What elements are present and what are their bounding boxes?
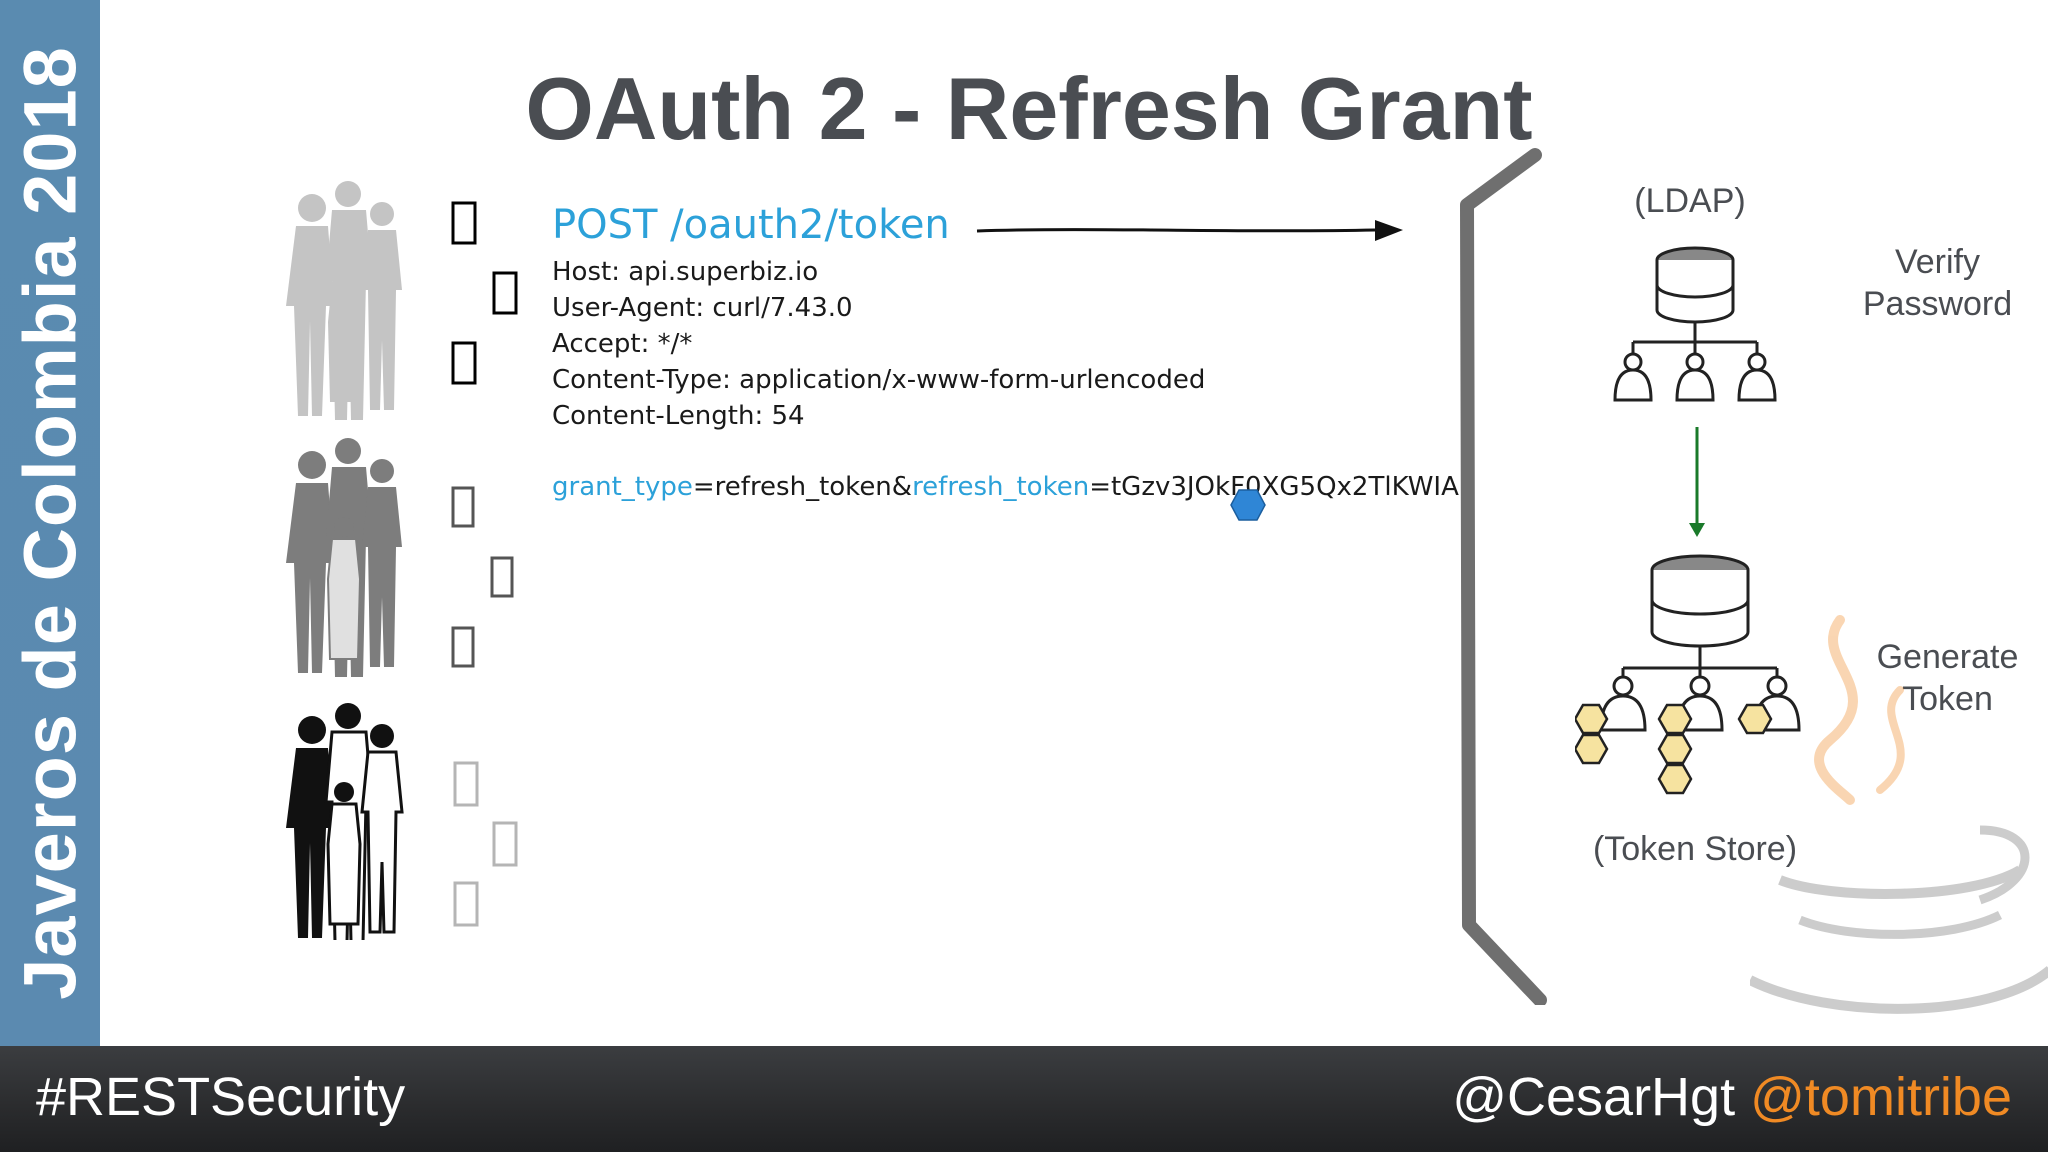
glyph-box (451, 341, 477, 385)
server-boundary-icon (1460, 148, 1547, 1005)
twitter-handles: @CesarHgt @tomitribe (1452, 1066, 2012, 1128)
header-user-agent: User-Agent: curl/7.43.0 (552, 293, 853, 323)
footer-bar: #RESTSecurity @CesarHgt @tomitribe (0, 1046, 2048, 1152)
http-request-block: POST /oauth2/token Host: api.superbiz.io… (552, 202, 1459, 502)
generate-label-line2: Token (1902, 680, 1993, 718)
token-store-label: (Token Store) (1592, 830, 1798, 868)
down-arrow-icon (1689, 427, 1705, 537)
verify-label-line2: Password (1862, 285, 2013, 323)
java-logo-icon (1750, 615, 2048, 1014)
token-icon (1575, 703, 1773, 795)
glyph-box (453, 761, 479, 807)
header-content-type: Content-Type: application/x-www-form-url… (552, 365, 1206, 395)
glyph-boxes-group-2 (451, 486, 514, 668)
glyph-box (453, 881, 479, 927)
glyph-box (492, 271, 518, 315)
token-store-database-icon (1575, 554, 1801, 795)
body-value-grant-type: =refresh_token& (692, 472, 913, 502)
generate-label-line1: Generate (1876, 638, 2019, 676)
glyph-box (451, 201, 477, 245)
header-host: Host: api.superbiz.io (552, 257, 819, 287)
request-line: POST /oauth2/token (552, 202, 950, 248)
slide-title: OAuth 2 - Refresh Grant (525, 59, 1533, 158)
glyph-box (492, 821, 518, 867)
body-key-grant-type: grant_type (552, 472, 693, 502)
handle-secondary: @tomitribe (1750, 1067, 2012, 1127)
users-icon (1613, 352, 1777, 402)
request-arrow-icon (976, 220, 1403, 241)
ldap-database-icon (1613, 246, 1777, 402)
glyph-box (451, 626, 475, 668)
verify-label-line1: Verify (1894, 243, 1981, 281)
body-key-refresh-token: refresh_token (912, 472, 1090, 502)
glyph-boxes-group-1 (451, 201, 518, 385)
header-content-length: Content-Length: 54 (552, 401, 805, 431)
body-value-refresh-token: =tGzv3JOkF0XG5Qx2TlKWIA (1089, 472, 1459, 502)
header-accept: Accept: */* (552, 329, 693, 359)
hashtag-label: #RESTSecurity (36, 1067, 406, 1127)
request-body: grant_type=refresh_token&refresh_token=t… (552, 472, 1459, 502)
glyph-boxes-group-3 (453, 761, 518, 927)
glyph-box (490, 556, 514, 598)
family-silhouette-light-icon (286, 181, 402, 420)
family-silhouette-dark-icon (286, 703, 404, 940)
handle-primary: @CesarHgt (1452, 1067, 1736, 1127)
glyph-box (451, 486, 475, 528)
conference-name: Javeros de Colombia 2018 (8, 46, 92, 1000)
conference-sidebar: Javeros de Colombia 2018 (0, 0, 100, 1046)
family-silhouette-mid-icon (286, 438, 402, 677)
ldap-label: (LDAP) (1634, 182, 1746, 220)
token-hex-icon (1230, 489, 1266, 521)
